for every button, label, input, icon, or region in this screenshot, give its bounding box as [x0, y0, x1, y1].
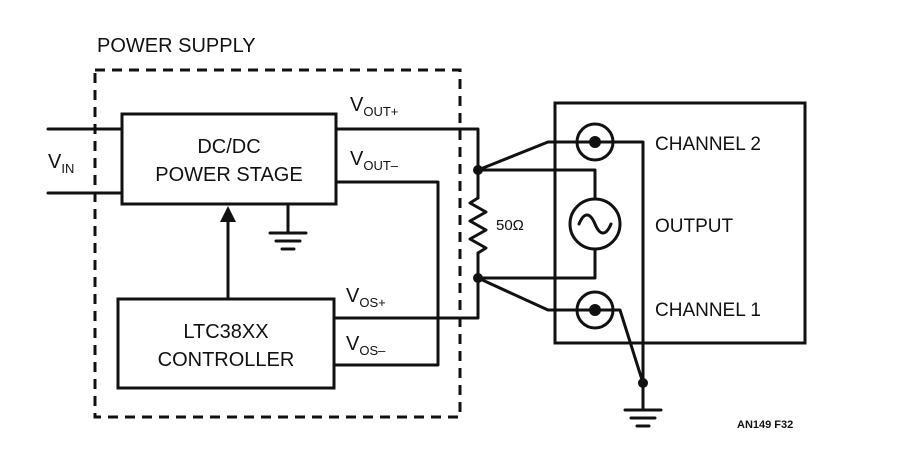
- wire-to-channel2: [476, 140, 597, 172]
- control-arrow-head: [220, 206, 236, 222]
- dcdc-label-line1: DC/DC: [197, 136, 260, 158]
- vos-minus-label: VOS–: [346, 333, 386, 358]
- power-supply-boundary: [93, 68, 462, 419]
- vout-minus-wire: [332, 180, 440, 367]
- ground-symbol-dcdc: [268, 231, 308, 251]
- controller-label-line1: LTC38XX: [183, 321, 268, 343]
- vin-label: VIN: [48, 151, 74, 176]
- resistor-zigzag: [468, 196, 488, 255]
- dcdc-label-line2: POWER STAGE: [155, 164, 302, 186]
- ground-symbol-analyzer: [623, 408, 663, 428]
- wire-output-bottom: [476, 247, 597, 280]
- wire-output-top: [476, 168, 597, 201]
- power-supply-label: POWER SUPPLY: [97, 35, 256, 57]
- resistor-label: 50Ω: [496, 217, 524, 234]
- channel2-label: CHANNEL 2: [655, 134, 761, 155]
- vout-plus-label: VOUT+: [350, 94, 398, 119]
- vos-plus-label: VOS+: [346, 285, 386, 310]
- channel2-ground-wire: [593, 140, 645, 385]
- vout-minus-label: VOUT–: [350, 148, 399, 173]
- channel1-label: CHANNEL 1: [655, 300, 761, 321]
- sine-wave-icon: [577, 213, 613, 235]
- figure-id: AN149 F32: [737, 419, 793, 431]
- output-label: OUTPUT: [655, 216, 734, 237]
- controller-box: [116, 297, 336, 390]
- channel1-ground-wire: [593, 308, 645, 385]
- controller-label-line2: CONTROLLER: [158, 349, 295, 371]
- vout-plus-wire: [334, 127, 480, 172]
- wire-to-channel1: [476, 276, 597, 312]
- vos-plus-wire: [332, 276, 480, 320]
- dcdc-power-stage-box: [120, 112, 338, 206]
